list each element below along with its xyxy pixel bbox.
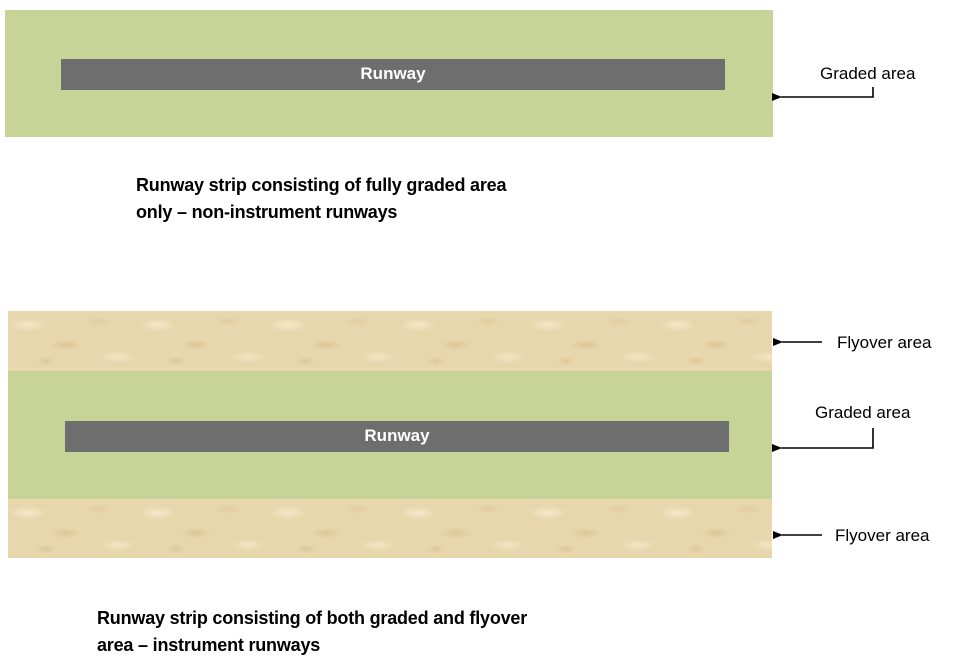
top-runway-label: Runway <box>360 64 426 83</box>
bottom-graded-arrow <box>772 428 874 452</box>
bottom-flyover-top-label: Flyover area <box>837 333 932 352</box>
top-caption-line-1: Runway strip consisting of fully graded … <box>136 175 507 195</box>
top-graded-arrow <box>772 87 874 101</box>
top-graded-label: Graded area <box>820 64 916 83</box>
bottom-graded-label: Graded area <box>815 403 911 422</box>
bottom-runway: Runway <box>65 421 729 452</box>
bottom-caption-line-2: area – instrument runways <box>97 635 321 655</box>
bottom-caption: Runway strip consisting of both graded a… <box>97 605 527 659</box>
bottom-runway-label: Runway <box>364 426 430 445</box>
bottom-flyover-bottom-label: Flyover area <box>835 526 930 545</box>
top-caption: Runway strip consisting of fully graded … <box>136 172 506 226</box>
bottom-flyover-area-bottom <box>8 499 772 558</box>
top-caption-line-2: only – non-instrument runways <box>136 202 398 222</box>
top-runway: Runway <box>61 59 725 90</box>
bottom-flyover-area-top <box>8 311 772 371</box>
bottom-caption-line-1: Runway strip consisting of both graded a… <box>97 608 528 628</box>
